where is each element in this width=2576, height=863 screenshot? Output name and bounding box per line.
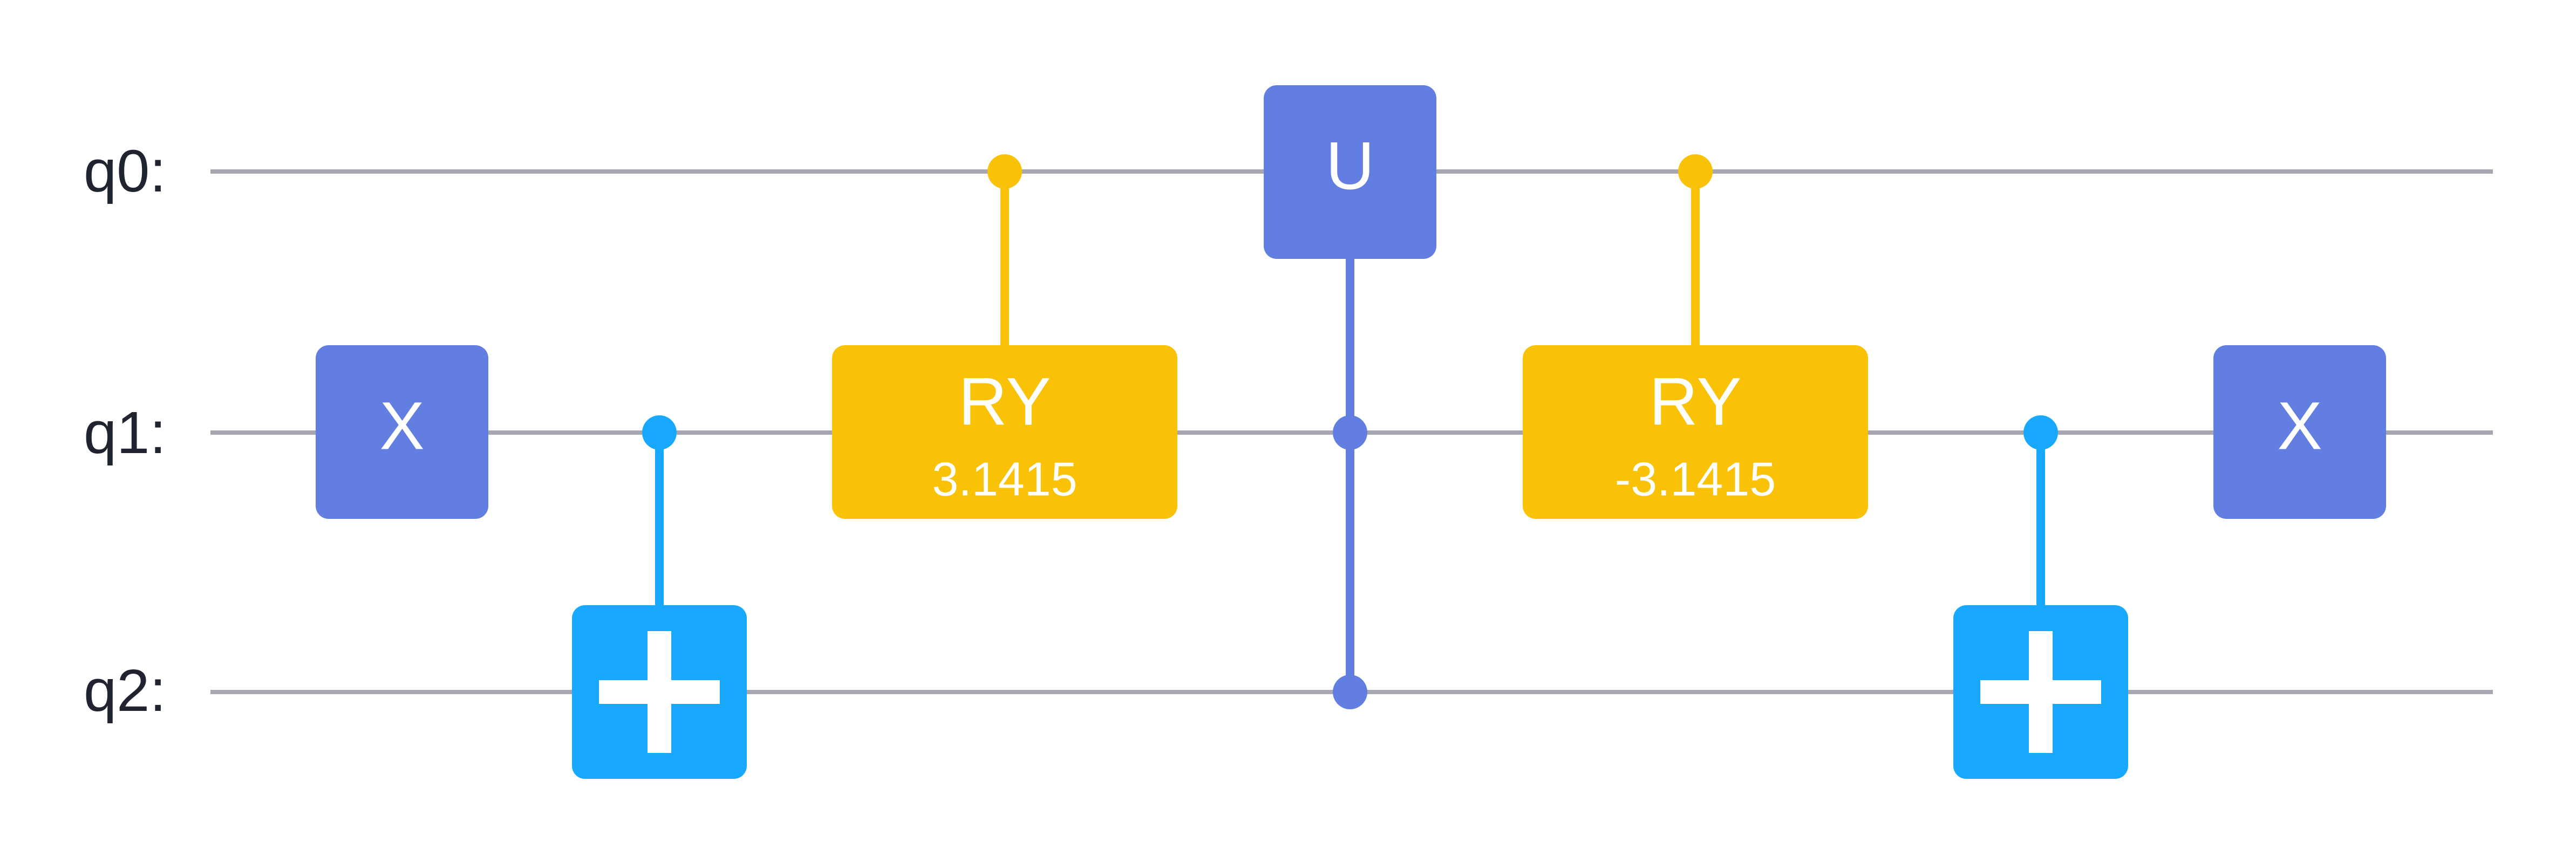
x-gate-2[interactable]: X xyxy=(2213,345,2386,519)
ry-gate-label: RY xyxy=(958,365,1051,440)
cnot-gate[interactable] xyxy=(572,415,747,779)
x-gate-label: X xyxy=(379,389,424,464)
ry-gate-box xyxy=(832,345,1177,519)
x-gate-label-2: X xyxy=(2277,389,2322,464)
ry-gate-param: 3.1415 xyxy=(932,453,1077,506)
u-gate-label: U xyxy=(1326,129,1374,204)
qubit-label-q2: q2: xyxy=(84,657,166,724)
ry-gate-label-2: RY xyxy=(1649,365,1741,440)
u-gate-box xyxy=(1264,85,1436,259)
controlled-ry-gate[interactable]: RY 3.1415 xyxy=(832,154,1177,519)
cu-control-dot-q2 xyxy=(1333,675,1367,709)
ry-gate-box-2 xyxy=(1523,345,1868,519)
cnot-control-dot xyxy=(642,415,677,450)
cry-control-dot-2 xyxy=(1678,154,1713,189)
qubit-label-q1: q1: xyxy=(84,400,166,466)
plus-icon xyxy=(1980,631,2101,753)
cu-control-dot-q1 xyxy=(1333,415,1367,450)
qubit-label-q0: q0: xyxy=(84,138,166,204)
cnot-control-dot-2 xyxy=(2023,415,2058,450)
plus-icon xyxy=(599,631,720,753)
controlled-ry-gate-2[interactable]: RY -3.1415 xyxy=(1523,154,1868,519)
controlled-u-gate[interactable]: U xyxy=(1264,85,1436,709)
x-gate[interactable]: X xyxy=(316,345,488,519)
cry-control-dot xyxy=(987,154,1022,189)
ry-gate-param-2: -3.1415 xyxy=(1615,453,1776,506)
cnot-gate-2[interactable] xyxy=(1953,415,2128,779)
